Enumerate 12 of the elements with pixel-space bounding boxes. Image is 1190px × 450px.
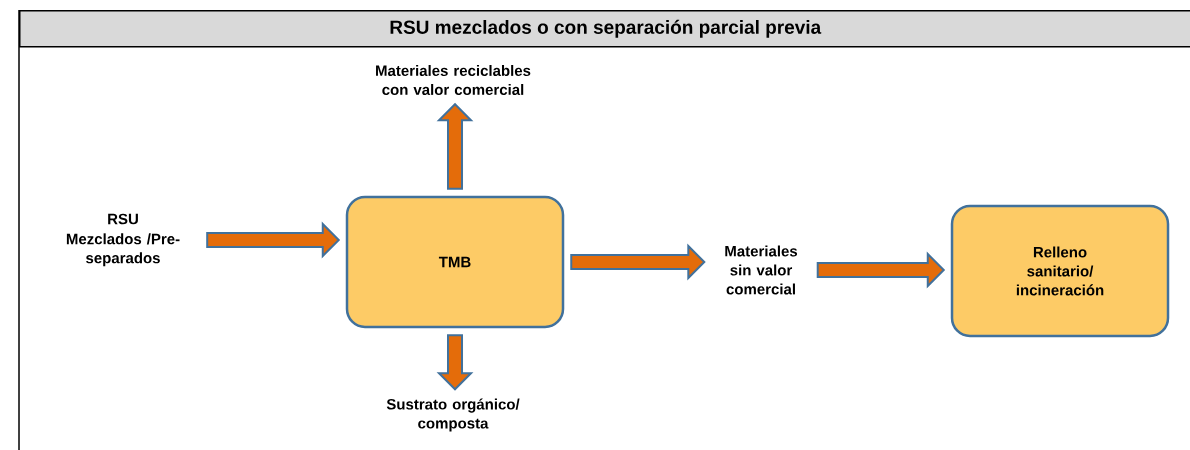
block-arrow <box>436 334 474 391</box>
process-box: TMB <box>345 195 565 329</box>
flow-label: Materiales sin valor comercial <box>725 245 798 295</box>
flow-label: RSU Mezclados /Pre-separados <box>66 213 180 267</box>
block-arrow <box>436 102 474 190</box>
flow-label: Sustrato orgánico/ composta <box>386 398 520 432</box>
block-arrow <box>206 221 341 259</box>
block-arrow <box>570 243 706 281</box>
block-arrow <box>816 251 946 289</box>
process-box: Relleno sanitario/ incineración <box>950 204 1170 338</box>
header-band: RSU mezclados o con separación parcial previa <box>19 10 1190 48</box>
flow-label: Materiales reciclables con valor comercial <box>376 65 531 95</box>
